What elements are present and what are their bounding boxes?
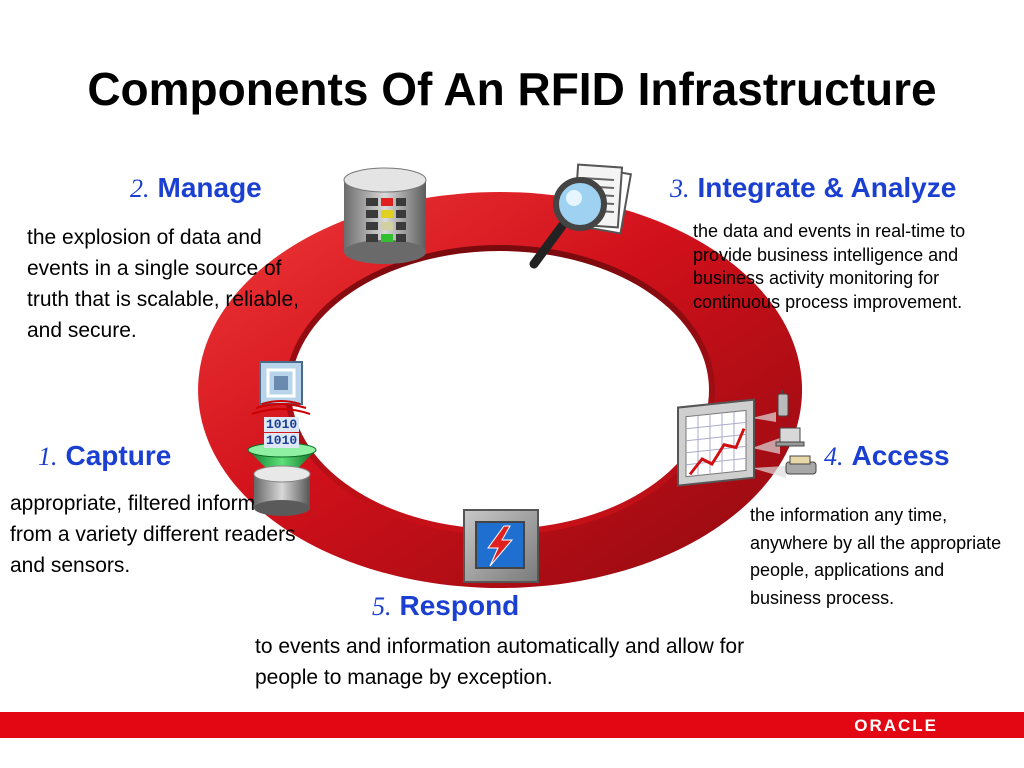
step-access-label: 4.Access: [824, 440, 950, 471]
oracle-logo: ORACLE: [854, 716, 938, 735]
step-integrate-label: 3.Integrate & Analyze: [670, 172, 957, 203]
step-capture-description: appropriate, filtered information from a…: [10, 492, 301, 577]
step-respond-description: to events and information automatically …: [255, 635, 745, 689]
step-manage-label: 2.Manage: [130, 172, 262, 203]
footer-bar: [0, 712, 1024, 738]
binary-data-text-2: 1010: [264, 433, 300, 448]
magnifier-document-icon: [529, 163, 633, 269]
monitor-devices-icon: [677, 390, 817, 487]
alert-icon: [463, 509, 539, 583]
rfid-chip-funnel-icon: [247, 361, 317, 516]
step-manage-description: the explosion of data and events in a si…: [27, 226, 299, 342]
step-access-description: the information any time, anywhere by al…: [750, 505, 1002, 608]
ring-inner-edge: [285, 245, 715, 535]
step-respond-label: 5.Respond: [372, 590, 520, 621]
step-capture-label: 1.Capture: [38, 440, 172, 471]
binary-data-text-1: 1010: [264, 417, 300, 432]
database-icon: [343, 167, 427, 264]
step-integrate-description: the data and events in real-time to prov…: [693, 221, 966, 312]
page-title: Components Of An RFID Infrastructure: [87, 63, 937, 115]
